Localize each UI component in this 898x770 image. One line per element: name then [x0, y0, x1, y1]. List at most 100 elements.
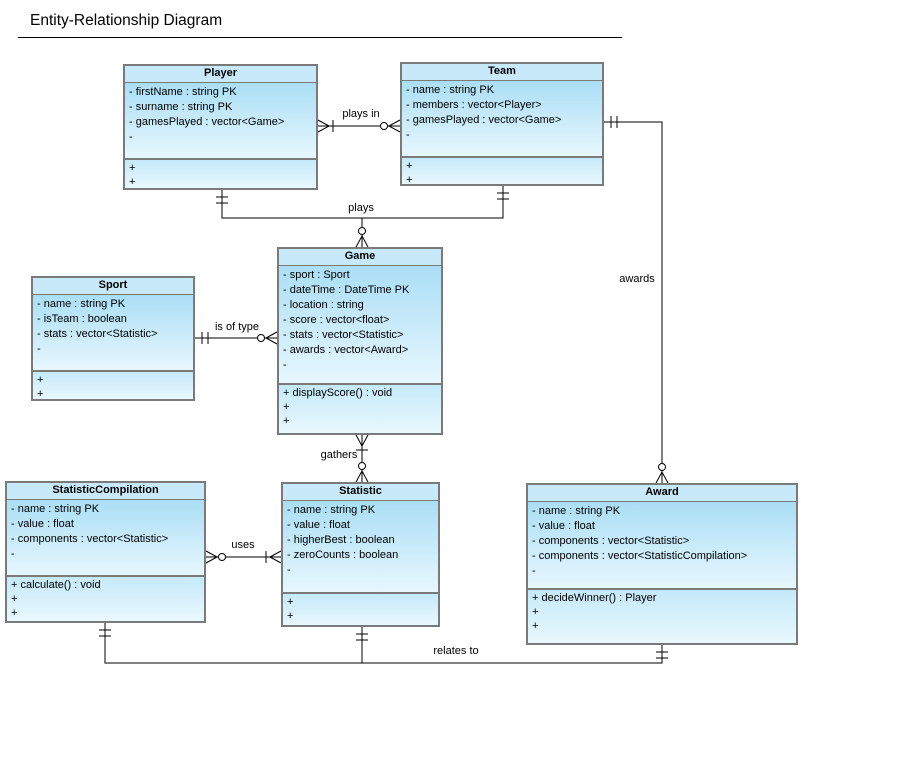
entity-award-methods: + decideWinner() : Player++ — [528, 590, 796, 643]
entity-statisticcompilation-methods: + calculate() : void + + — [7, 577, 204, 621]
member-row: - — [283, 359, 287, 371]
member-row: - — [37, 343, 41, 355]
member-row: + — [283, 401, 290, 413]
member-row: + calculate() : void — [11, 579, 101, 591]
crow-foot-symbol — [388, 125, 401, 133]
member-row: + — [287, 596, 294, 608]
member-row: - value : float — [287, 519, 350, 531]
entity-statisticcompilation-title: StatisticCompilation — [7, 483, 204, 500]
entity-team-attributes: - name : string PK - members : vector<Pla… — [402, 81, 602, 158]
edge-label-gathers: gathers — [320, 449, 358, 461]
edge-label-awards: awards — [619, 273, 655, 285]
member-row: - location : string — [283, 299, 364, 311]
title-underline — [18, 37, 622, 38]
member-row: + — [287, 610, 294, 622]
entity-game-attributes: - sport : Sport - dateTime : DateTime PK -… — [279, 266, 441, 385]
member-row: + — [532, 620, 539, 632]
page-title: Entity-Relationship Diagram — [30, 12, 223, 29]
member-row: - members : vector<Player> — [406, 99, 542, 111]
zero-circle-symbol — [358, 462, 366, 470]
crow-foot-symbol — [661, 471, 669, 484]
member-row: - components : vector<StatisticCompilati… — [532, 550, 748, 562]
crow-foot-symbol — [317, 125, 330, 133]
entity-player-title: Player — [125, 66, 316, 83]
entity-statistic-title: Statistic — [283, 484, 438, 501]
member-row: - score : vector<float> — [283, 314, 390, 326]
entity-statisticcompilation-attributes: - name : string PK - value : float - compo… — [7, 500, 204, 577]
crow-foot-symbol — [205, 550, 218, 558]
member-row: - isTeam : boolean — [37, 313, 127, 325]
member-row: - dateTime : DateTime PK — [283, 284, 410, 296]
member-row: + displayScore() : void — [283, 387, 393, 399]
edge-label-plays: plays — [348, 202, 374, 214]
crow-foot-symbol — [655, 471, 663, 484]
relationship-line — [604, 121, 663, 483]
member-row: - name : string PK — [532, 505, 621, 517]
entity-team[interactable]: Team - name : string PK - members : vecto… — [400, 62, 604, 186]
entity-team-methods: ++ — [402, 158, 602, 184]
crow-foot-symbol — [317, 119, 330, 127]
edge-label-is-of-type: is of type — [214, 321, 260, 333]
member-row: - sport : Sport — [283, 269, 350, 281]
member-row: + — [406, 174, 413, 184]
member-row: - awards : vector<Award> — [283, 344, 409, 356]
zero-circle-symbol — [257, 334, 265, 342]
member-row: - higherBest : boolean — [287, 534, 395, 546]
crow-foot-symbol — [269, 556, 282, 564]
member-row: - — [11, 548, 15, 560]
member-row: + — [129, 176, 136, 188]
member-row: - components : vector<Statistic> — [11, 533, 169, 545]
member-row: - gamesPlayed : vector<Game> — [129, 116, 285, 128]
member-row: + — [37, 388, 44, 399]
entity-statistic-attributes: - name : string PK - value : float - highe… — [283, 501, 438, 594]
entity-statisticcompilation[interactable]: StatisticCompilation - name : string PK-… — [5, 481, 206, 623]
member-row: - gamesPlayed : vector<Game> — [406, 114, 562, 126]
member-row: - name : string PK — [287, 504, 376, 516]
entity-team-title: Team — [402, 64, 602, 81]
member-row: + — [37, 374, 44, 386]
edge-label-relates-to: relates to — [433, 645, 479, 657]
member-row: - stats : vector<Statistic> — [283, 329, 404, 341]
member-row: - value : float — [532, 520, 595, 532]
crow-foot-symbol — [265, 337, 278, 345]
zero-circle-symbol — [658, 463, 666, 471]
member-row: - — [129, 131, 133, 143]
member-row: - firstName : string PK — [129, 86, 237, 98]
entity-game-title: Game — [279, 249, 441, 266]
member-row: - name : string PK — [11, 503, 100, 515]
crow-foot-symbol — [265, 331, 278, 339]
member-row: + — [129, 162, 136, 174]
member-row: + — [11, 607, 18, 619]
crow-foot-symbol — [361, 470, 369, 483]
crow-foot-symbol — [355, 434, 363, 447]
member-row: - name : string PK — [406, 84, 495, 96]
entity-award-title: Award — [528, 485, 796, 502]
entity-game[interactable]: Game - sport : Sport - dateTime : DateTim… — [277, 247, 443, 435]
member-row: - value : float — [11, 518, 74, 530]
member-row: + — [283, 415, 290, 427]
entity-statistic[interactable]: Statistic - name : string PK - value : fl… — [281, 482, 440, 627]
entity-player-attributes: - firstName : string PK - surname : strin… — [125, 83, 316, 160]
member-row: + — [406, 160, 413, 172]
entity-sport-methods: ++ — [33, 372, 193, 399]
member-row: + decideWinner() : Player — [532, 592, 657, 604]
member-row: - components : vector<Statistic> — [532, 535, 690, 547]
member-row: - — [287, 564, 291, 576]
entity-award[interactable]: Award - name : string PK- value : float-… — [526, 483, 798, 645]
crow-foot-symbol — [361, 434, 369, 447]
entity-statistic-methods: ++ — [283, 594, 438, 625]
entity-award-attributes: - name : string PK - value : float - compo… — [528, 502, 796, 590]
member-row: - — [532, 565, 536, 577]
member-row: - surname : string PK — [129, 101, 233, 113]
member-row: - — [406, 129, 410, 141]
zero-circle-symbol — [380, 122, 388, 130]
zero-circle-symbol — [218, 553, 226, 561]
entity-sport[interactable]: Sport - name : string PK- isTeam : boole… — [31, 276, 195, 401]
entity-player[interactable]: Player - firstName : string PK - surname … — [123, 64, 318, 190]
crow-foot-symbol — [269, 550, 282, 558]
crow-foot-symbol — [355, 470, 363, 483]
member-row: - name : string PK — [37, 298, 126, 310]
member-row: - zeroCounts : boolean — [287, 549, 399, 561]
member-row: + — [11, 593, 18, 605]
